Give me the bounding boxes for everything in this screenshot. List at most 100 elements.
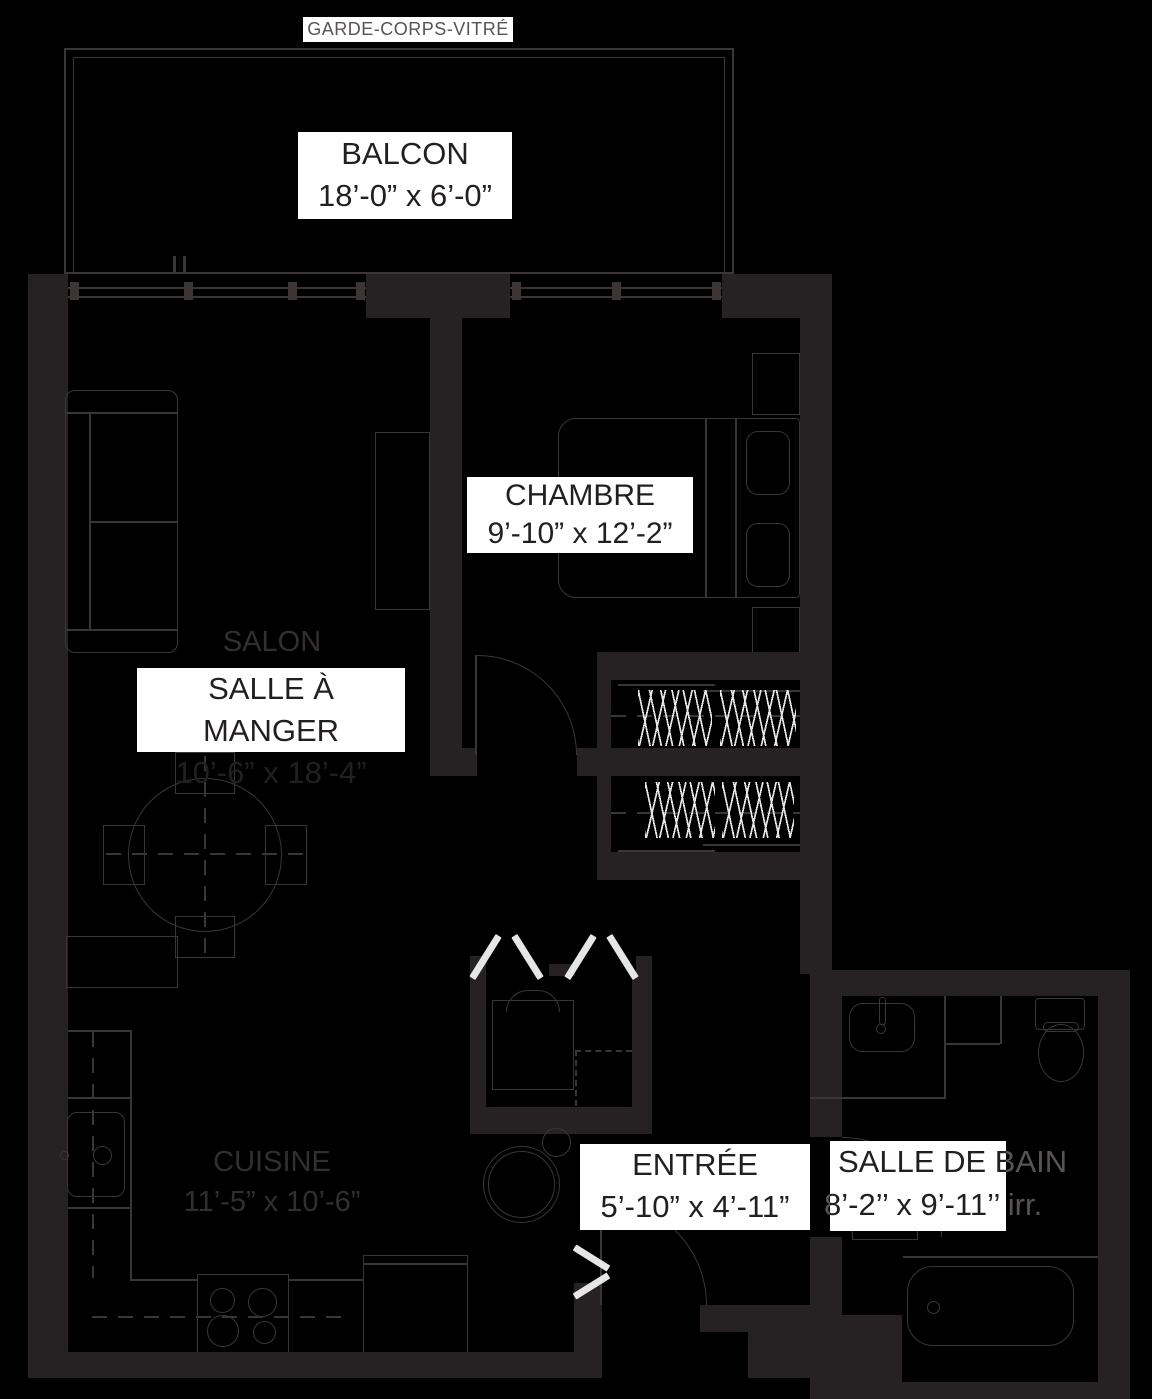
bath-wall-left-lower [810, 1237, 842, 1315]
counter-divider [68, 1207, 130, 1209]
dining-chair [103, 825, 145, 885]
closet-slider-track [618, 684, 715, 686]
tub-deck-line [903, 1256, 1098, 1258]
window-line [68, 296, 366, 298]
bifold-door-icon [564, 933, 597, 981]
cuisine-dims: 11’-5” x 10’-6” [183, 1186, 361, 1218]
entree-label: ENTRÉE 5’-10” x 4’-11” [580, 1144, 810, 1230]
balcony-dims: 18’-0” x 6’-0” [318, 178, 492, 213]
bifold-door-icon [511, 933, 544, 981]
entree-closet-stub [636, 956, 652, 974]
balcony-name: BALCON [341, 136, 469, 171]
sofa-back-line [89, 412, 91, 630]
balcony-inner-rail [73, 57, 725, 274]
chambre-dims: 9’-10” x 12’-2” [487, 517, 673, 550]
window-mullion [184, 282, 193, 300]
glass-railing-note: GARDE-CORPS-VITRÉ [303, 17, 513, 42]
wall-top-pier-right [722, 274, 832, 318]
vanity-front-line [810, 1097, 944, 1099]
cuisine-name: CUISINE [213, 1146, 331, 1178]
closet-shelf-dashed [575, 1050, 632, 1106]
balcony-label: BALCON 18’-0” x 6’-0” [298, 132, 512, 219]
closet-wall-mid [577, 748, 832, 776]
bathroom-name: SALLE DE BAIN [838, 1144, 1006, 1179]
bed-headboard-line [735, 419, 737, 597]
hanger-hatch [720, 690, 796, 746]
bathroom-label: SALLE DE BAIN 8’-2’’ x 9’-11’’ irr. [830, 1141, 1006, 1231]
bath-wall-bottom [902, 1382, 1130, 1399]
railing-post [173, 256, 176, 274]
window-mullion [712, 282, 721, 300]
entree-name: ENTRÉE [632, 1147, 758, 1182]
salle-a-manger-label: SALLE À MANGER 10’-6” x 18’-4” [137, 668, 405, 790]
bifold-door-icon [606, 933, 639, 981]
bath-wall-top [810, 970, 1130, 996]
counter-front [130, 1279, 198, 1281]
salle-a-manger-dims: 10’-6” x 18’-4” [175, 755, 367, 790]
fridge [363, 1255, 468, 1353]
salle-a-manger-name: SALLE À MANGER [202, 671, 340, 748]
bathroom-sink [849, 1003, 915, 1052]
bed-blanket-line [705, 419, 707, 597]
sink-drain [876, 1024, 886, 1034]
fridge-door-line [364, 1263, 467, 1265]
bathroom-dims: 8’-2’’ x 9’-11’’ irr. [830, 1187, 1006, 1222]
stove-burner [253, 1321, 276, 1344]
stove-burner [207, 1315, 239, 1347]
tub-drain [927, 1301, 940, 1314]
entree-closet-jamb-right [632, 972, 652, 1134]
window-mullion [356, 282, 365, 300]
dining-chair [175, 916, 235, 958]
closet-wall-top [597, 652, 832, 680]
chambre-door-leaf [475, 655, 477, 755]
water-heater-small [542, 1128, 571, 1157]
bath-wall-right [1098, 970, 1130, 1399]
balcony-outline [64, 48, 734, 274]
closet-side-stub [597, 680, 611, 748]
wall-top-pier-center [366, 274, 510, 318]
counter-edge [68, 1030, 130, 1032]
tv-console [375, 432, 430, 610]
window-mullion [612, 282, 621, 300]
cabinet-line [944, 1043, 1000, 1045]
sofa-cushion-line [90, 521, 178, 523]
closet-slider-track [618, 850, 715, 852]
water-heater [483, 1146, 560, 1223]
dining-chair [265, 825, 307, 885]
kitchen-faucet [60, 1151, 69, 1160]
vanity-side-line [944, 996, 946, 1099]
hanger-hatch [722, 782, 794, 838]
closet-slider-track [703, 844, 800, 846]
window-mullion [288, 282, 297, 300]
nightstand [752, 353, 800, 415]
bath-wall-mass [810, 1315, 902, 1399]
bathroom-faucet [879, 997, 886, 1025]
hanger-hatch [645, 782, 715, 838]
closet-wall-mid-left [430, 748, 477, 776]
bathtub [907, 1266, 1074, 1346]
stove-burner [210, 1288, 235, 1313]
bath-wall-left-upper [810, 970, 842, 1137]
hanger-hatch [638, 690, 712, 746]
kitchen-cabinet-upper [66, 936, 178, 988]
window-mullion [70, 282, 79, 300]
counter-front [130, 1030, 132, 1280]
wall-bottom-kitchen [28, 1352, 576, 1378]
stove-burner [248, 1288, 277, 1317]
counter-front [288, 1279, 363, 1281]
sofa-armrest-line [66, 412, 178, 414]
window-mullion [512, 282, 521, 300]
salon-name: SALON [222, 626, 322, 658]
table-center-dash [204, 756, 206, 954]
chambre-label: CHAMBRE 9’-10” x 12’-2” [467, 477, 693, 553]
wall-step-riser [574, 1283, 602, 1378]
kitchen-sink-drain [93, 1146, 112, 1165]
dining-chair [175, 752, 235, 794]
washer [492, 1000, 574, 1090]
entrance-door-leaf [600, 1200, 602, 1305]
entree-closet-jamb-left [470, 972, 486, 1134]
pillow [746, 431, 790, 495]
sofa-armrest-line [66, 629, 178, 631]
entree-dims: 5’-10” x 4’-11” [600, 1189, 790, 1224]
